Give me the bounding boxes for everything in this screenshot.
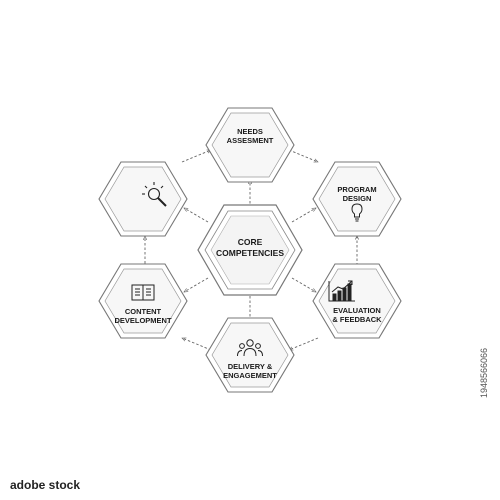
- hexagon-evaluation: EVALUATION & FEEDBACK: [312, 263, 402, 339]
- stock-id-text: 1948566066: [479, 348, 489, 398]
- connector-delivery-content: [182, 338, 212, 351]
- hexagon-needs: NEEDS ASSESMENT: [205, 107, 295, 183]
- center-connectors: [184, 180, 316, 322]
- lightbulb-icon: [351, 203, 363, 222]
- connector-needs-program: [288, 149, 318, 162]
- stock-logo-text: adobe stock: [10, 478, 81, 492]
- hexagon-core: CORE COMPETENCIES: [197, 204, 303, 296]
- connector-center-evaluation: [291, 277, 316, 292]
- hexagon-program: PROGRAM DESIGN: [312, 161, 402, 237]
- people-group-icon: [237, 339, 263, 357]
- evaluation-label-line-1: EVALUATION: [333, 306, 381, 315]
- ring-connectors: [145, 150, 357, 350]
- evaluation-label-line-2: & FEEDBACK: [332, 315, 382, 324]
- core-label-line-2: COMPETENCIES: [216, 248, 284, 258]
- hexagon-delivery: DELIVERY & ENGAGEMENT: [205, 317, 295, 393]
- magnifier-icon: [142, 182, 167, 207]
- core-label-line-1: CORE: [238, 237, 263, 247]
- connector-research-needs: [181, 150, 211, 163]
- needs-label-line-2: ASSESMENT: [227, 136, 274, 145]
- connector-center-program: [291, 208, 316, 223]
- connector-center-research: [184, 208, 209, 223]
- content-label-line-2: DEVELOPMENT: [114, 316, 172, 325]
- connector-evaluation-delivery: [289, 337, 319, 350]
- content-label-line-1: CONTENT: [125, 307, 162, 316]
- stock-footer: adobe stock: [0, 474, 500, 500]
- growth-chart-icon: [328, 280, 355, 302]
- open-book-icon: [131, 284, 155, 301]
- hexagon-research: [98, 161, 188, 237]
- hexagon-content: CONTENT DEVELOPMENT: [98, 263, 188, 339]
- needs-label-line-1: NEEDS: [237, 127, 263, 136]
- connector-center-content: [184, 277, 209, 292]
- delivery-label-line-2: ENGAGEMENT: [223, 371, 277, 380]
- delivery-label-line-1: DELIVERY &: [228, 362, 273, 371]
- program-label-line-2: DESIGN: [343, 194, 372, 203]
- program-label-line-1: PROGRAM: [337, 185, 376, 194]
